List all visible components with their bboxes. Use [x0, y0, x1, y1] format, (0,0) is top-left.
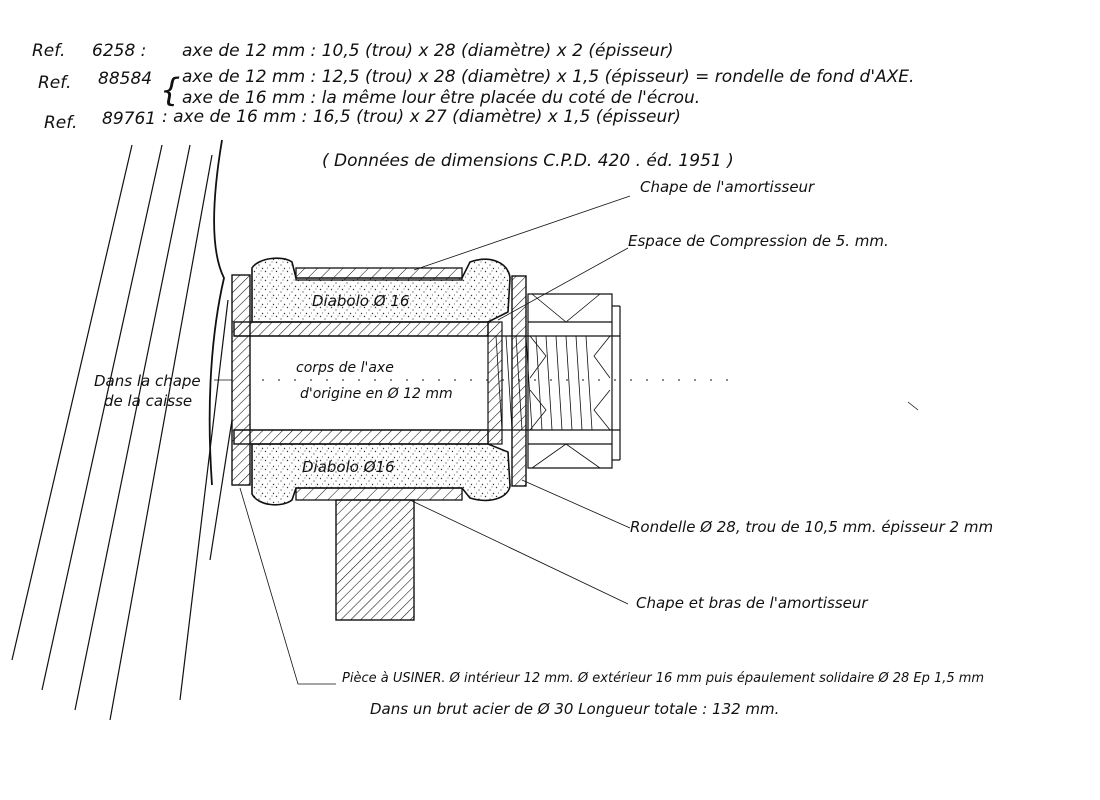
source-note: ( Données de dimensions C.P.D. 420 . éd.… — [322, 151, 734, 171]
ref1-number: 6258 : — [92, 41, 146, 61]
chape-amortisseur-label: Chape de l'amortisseur — [640, 178, 815, 196]
axle-origin-label: d'origine en Ø 12 mm — [300, 386, 453, 402]
ref2-line1: axe de 12 mm : 12,5 (trou) x 28 (diamètr… — [182, 67, 914, 87]
ref1-text: axe de 12 mm : 10,5 (trou) x 28 (diamètr… — [182, 41, 674, 61]
machining-note: Pièce à USINER. Ø intérieur 12 mm. Ø ext… — [342, 671, 984, 686]
chape-caisse-label-2: de la caisse — [104, 392, 192, 410]
leader-lines — [214, 195, 919, 685]
ref2-brace: { — [160, 71, 180, 109]
upper-diabolo: Diabolo Ø 16 — [251, 257, 511, 323]
ref3-text: : axe de 16 mm : 16,5 (trou) x 27 (diamè… — [162, 107, 681, 127]
axle-body-label: corps de l'axe — [296, 360, 394, 376]
compression-space-label: Espace de Compression de 5. mm. — [628, 232, 889, 250]
washer — [511, 275, 527, 487]
washer-label: Rondelle Ø 28, trou de 10,5 mm. épisseur… — [630, 518, 993, 536]
axle: corps de l'axe d'origine en Ø 12 mm — [234, 335, 740, 431]
amortisseur-arm — [335, 499, 415, 621]
chape-caisse-label-1: Dans la chape — [94, 372, 201, 390]
lower-diabolo: Diabolo Ø16 — [251, 443, 511, 506]
ref3-label: Ref. — [44, 113, 77, 133]
ref1-label: Ref. — [32, 41, 65, 61]
diabolo-top-label: Diabolo Ø 16 — [312, 292, 409, 310]
raw-steel-note: Dans un brut acier de Ø 30 Longueur tota… — [370, 700, 779, 718]
annotations: Chape de l'amortisseur Espace de Compres… — [94, 178, 993, 718]
ref2-number: 88584 — [98, 69, 152, 89]
diabolo-bottom-label: Diabolo Ø16 — [302, 458, 395, 476]
ref3-number: 89761 — [102, 109, 156, 129]
machined-sleeve — [233, 321, 503, 445]
body-chape-hatching — [11, 139, 233, 721]
thread-lines — [495, 335, 593, 431]
caisse-chape-plate — [231, 274, 251, 486]
chape-bras-label: Chape et bras de l'amortisseur — [636, 594, 868, 612]
header-notes: Ref. 6258 : axe de 12 mm : 10,5 (trou) x… — [32, 41, 914, 171]
ref2-line2: axe de 16 mm : la même lour être placée … — [182, 88, 700, 108]
ref2-label: Ref. — [38, 73, 71, 93]
nut — [527, 293, 621, 469]
